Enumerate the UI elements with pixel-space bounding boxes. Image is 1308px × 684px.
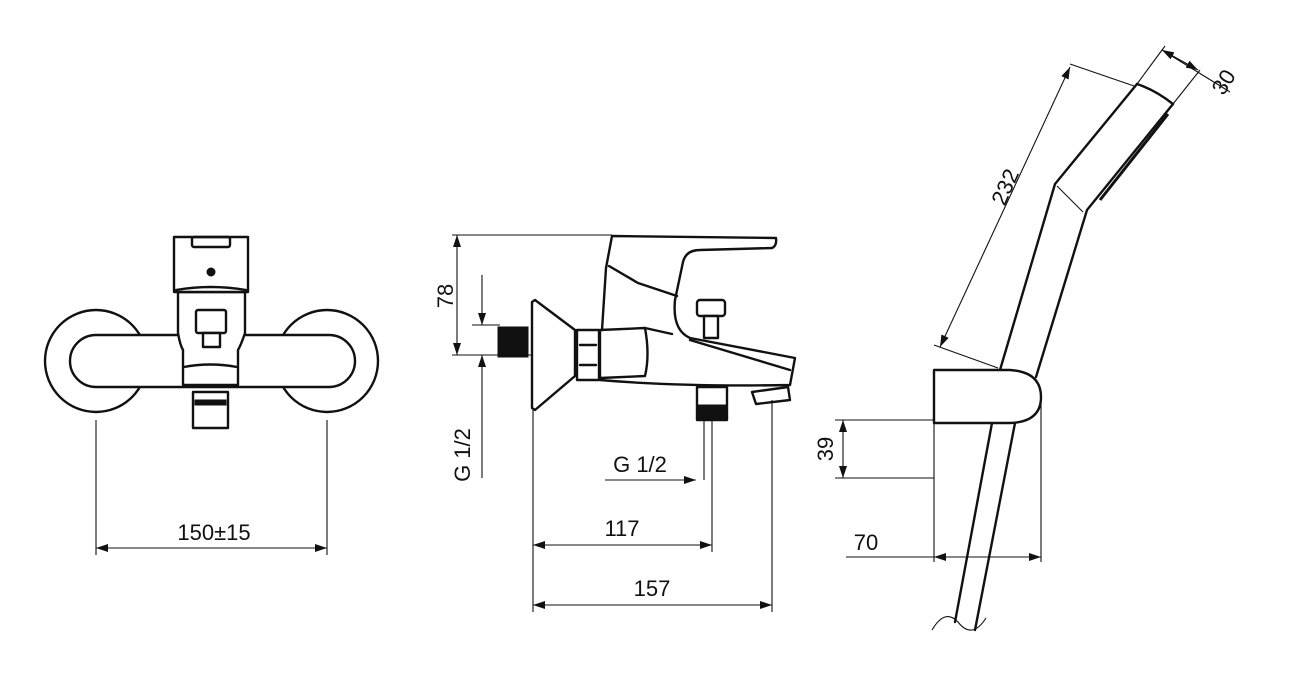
holder-depth-label: 70 — [854, 530, 878, 555]
diverter-stem — [201, 331, 222, 349]
holder-height-label: 39 — [813, 437, 838, 461]
outlet-connector — [191, 390, 230, 430]
outlet-offset-label: 117 — [604, 516, 639, 541]
length-dimension-label: 232 — [986, 165, 1024, 209]
height-dimension-label: 78 — [433, 284, 458, 308]
shower-holder — [932, 368, 1043, 425]
head-width-label: 30 — [1207, 65, 1241, 99]
width-dimension-label: 150±15 — [177, 520, 250, 545]
wall-flange — [530, 298, 577, 412]
side-view: 78 G 1/2 G 1/2 117 157 — [433, 234, 797, 612]
inlet-thread — [497, 326, 529, 358]
spout-aerator — [750, 385, 792, 406]
mixer-cartridge — [172, 235, 250, 294]
outlet-thread-label: G 1/2 — [613, 452, 667, 477]
depth-dimension-label: 157 — [634, 576, 671, 601]
front-view: 150±15 — [43, 235, 380, 555]
hand-shower-outline — [998, 82, 1139, 372]
diverter-knob — [194, 308, 228, 335]
hand-shower-view: 232 30 39 70 — [813, 45, 1241, 632]
head-width-dimension-line — [1161, 49, 1199, 71]
diverter-knob — [695, 298, 727, 318]
shower-hose — [953, 421, 1017, 632]
inlet-thread-label: G 1/2 — [450, 428, 475, 482]
length-dimension-line — [939, 66, 1071, 348]
screw-icon — [206, 267, 216, 277]
union-nut — [575, 328, 601, 382]
